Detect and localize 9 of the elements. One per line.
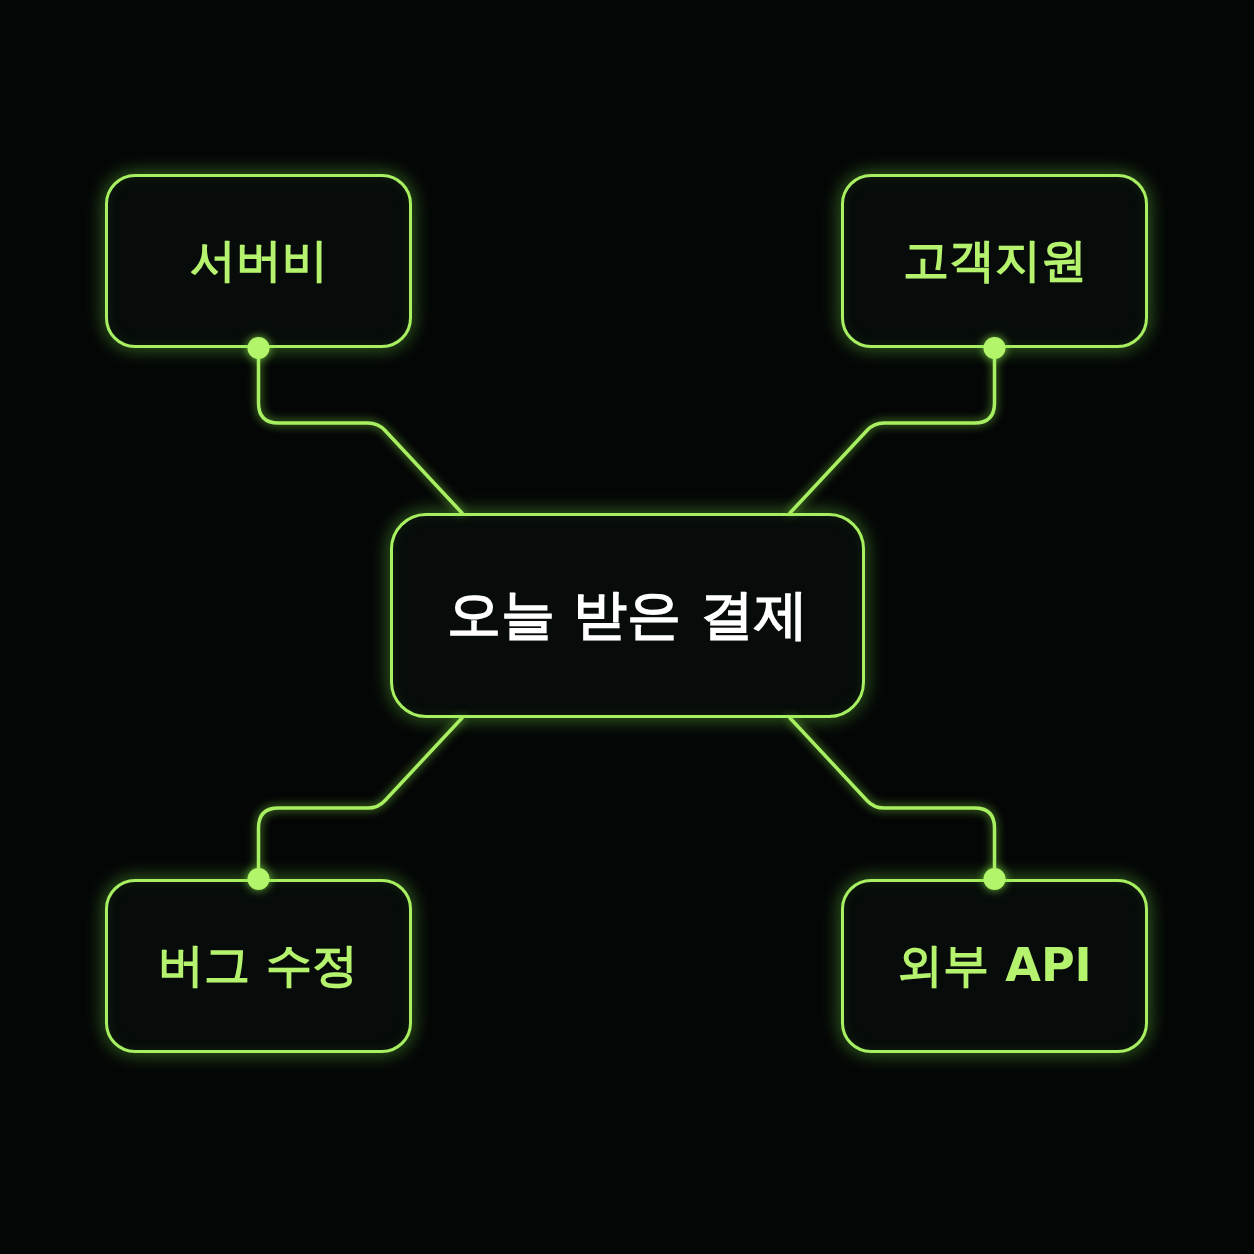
connector-line: [247, 336, 464, 515]
connector-line: [788, 716, 1006, 891]
topic-box: 서버비: [105, 174, 412, 348]
connector-line: [247, 716, 464, 891]
topic-box: 외부 API: [841, 879, 1148, 1053]
topic-box: 버그 수정: [105, 879, 412, 1053]
topic-box: 고객지원: [841, 174, 1148, 348]
connector-line: [788, 336, 1006, 515]
hub-box: 오늘 받은 결제: [390, 513, 865, 718]
